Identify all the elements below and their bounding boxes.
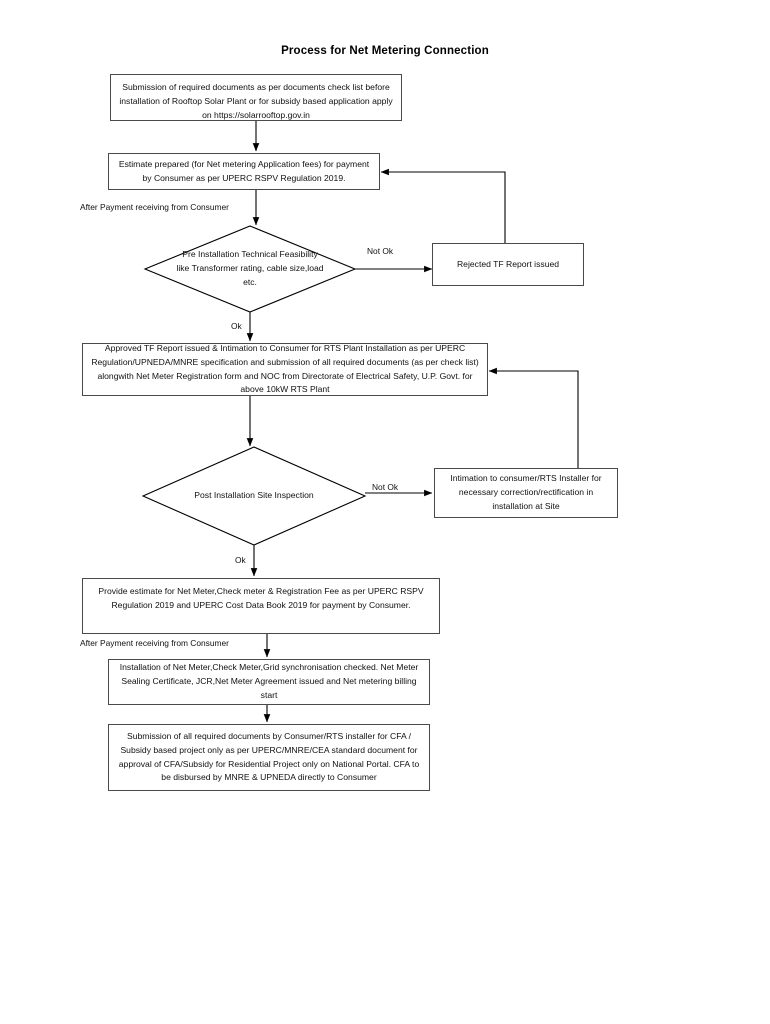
connector-intimation-back-to-approved — [488, 367, 579, 468]
node-installation-net-meter-text: Installation of Net Meter,Check Meter,Gr… — [119, 662, 419, 700]
node-intimation-correction: Intimation to consumer/RTS Installer for… — [434, 468, 618, 518]
node-estimate-prepared: Estimate prepared (for Net metering Appl… — [108, 153, 380, 190]
node-rejected-tf-report: Rejected TF Report issued — [432, 243, 584, 286]
page-title: Process for Net Metering Connection — [281, 45, 489, 57]
node-submission-text: Submission of required documents as per … — [119, 82, 393, 120]
edge-label-after-payment-1: After Payment receiving from Consumer — [80, 202, 229, 212]
node-provide-estimate-net-meter-text: Provide estimate for Net Meter,Check met… — [98, 586, 424, 610]
node-intimation-correction-text: Intimation to consumer/RTS Installer for… — [450, 473, 602, 511]
node-provide-estimate-net-meter: Provide estimate for Net Meter,Check met… — [82, 578, 440, 634]
node-approved-tf-report: Approved TF Report issued & Intimation t… — [82, 343, 488, 396]
node-rejected-tf-report-text: Rejected TF Report issued — [456, 258, 560, 269]
diamond-post-installation-inspection — [141, 446, 367, 546]
edge-label-ok-2: Ok — [235, 555, 246, 565]
node-approved-tf-report-text: Approved TF Report issued & Intimation t… — [91, 342, 479, 395]
node-submission-cfa-subsidy: Submission of all required documents by … — [108, 724, 430, 791]
edge-label-after-payment-2: After Payment receiving from Consumer — [80, 638, 229, 648]
node-estimate-prepared-text: Estimate prepared (for Net metering Appl… — [118, 158, 370, 183]
node-installation-net-meter: Installation of Net Meter,Check Meter,Gr… — [108, 659, 430, 705]
diamond-pre-installation-feasibility — [143, 225, 357, 313]
edge-label-ok-1: Ok — [231, 321, 242, 331]
connector-rejected-back-to-estimate — [380, 168, 506, 243]
node-submission: Submission of required documents as per … — [110, 74, 402, 121]
edge-label-not-ok-2: Not Ok — [372, 482, 399, 492]
edge-label-not-ok-1: Not Ok — [367, 246, 394, 256]
node-submission-cfa-subsidy-text: Submission of all required documents by … — [118, 730, 420, 783]
